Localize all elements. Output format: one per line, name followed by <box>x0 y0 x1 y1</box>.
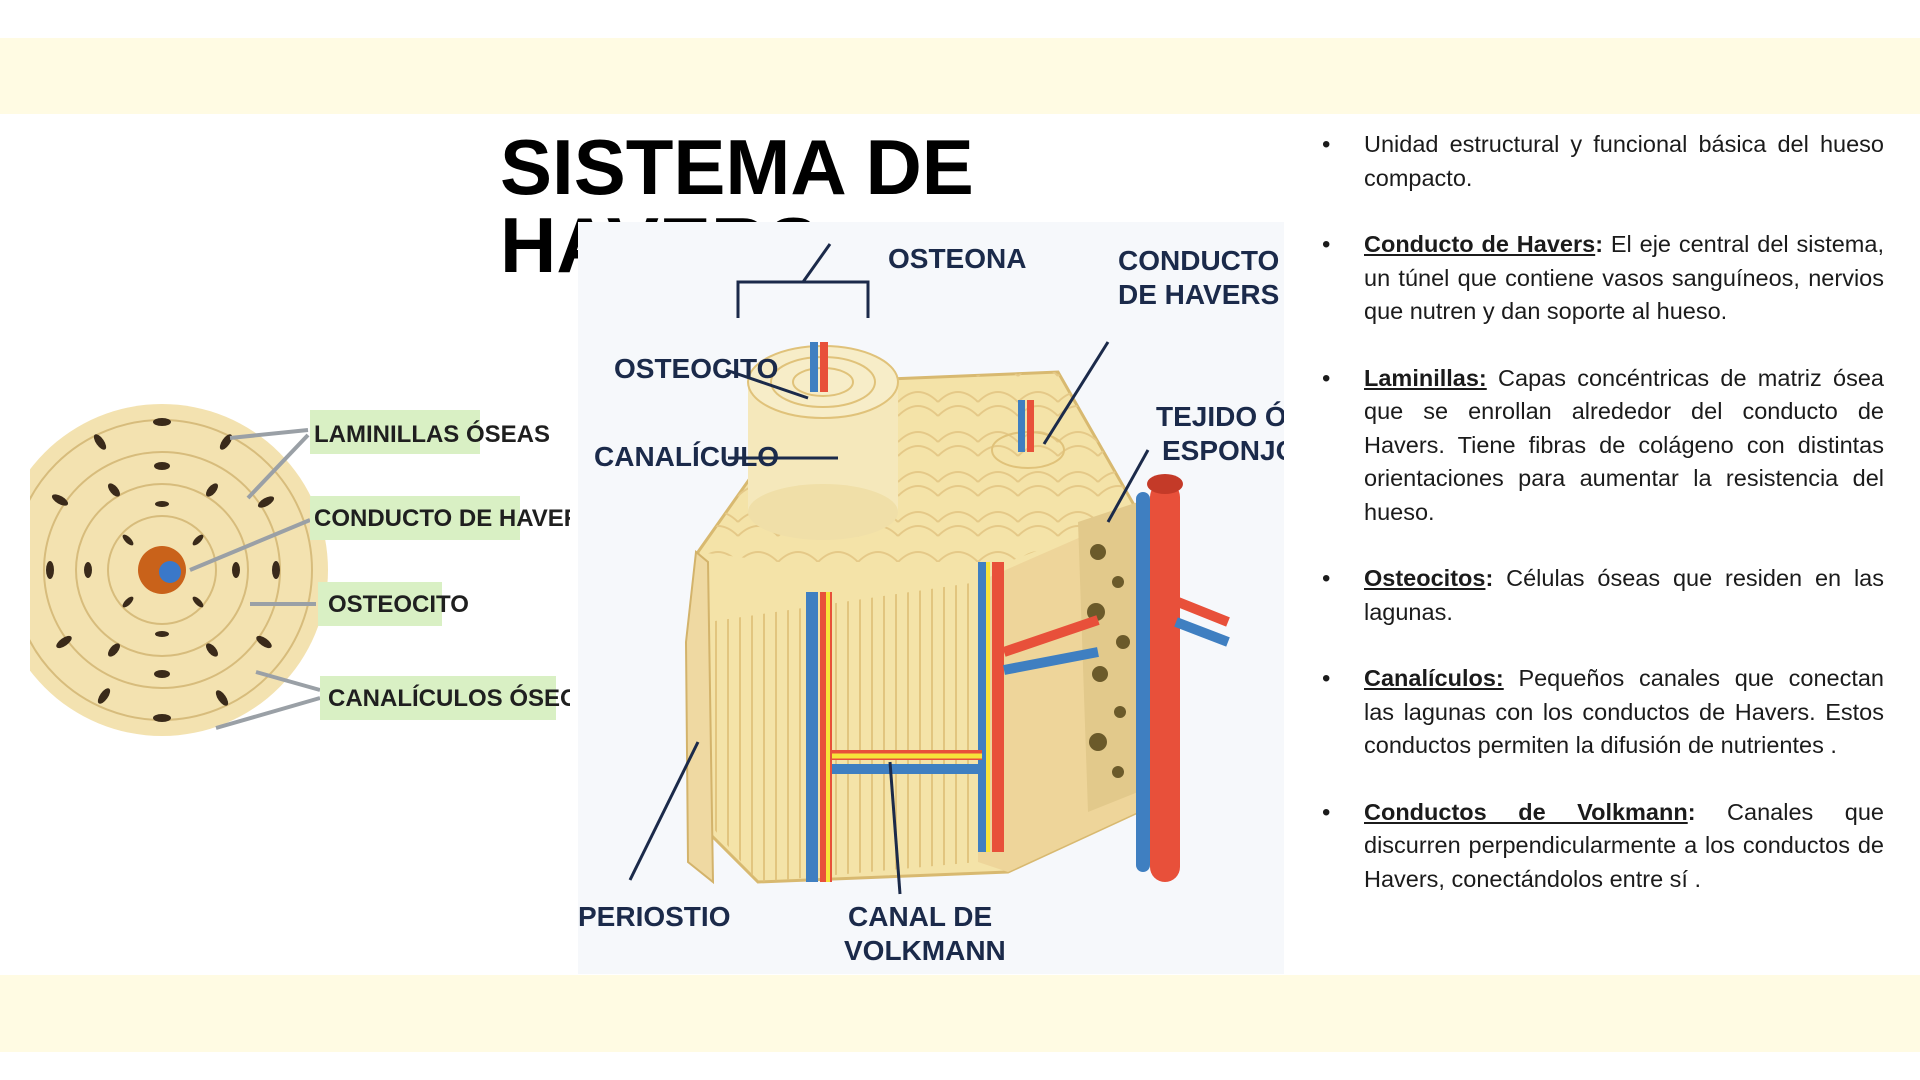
compact-bone-diagram: OSTEONA CONDUCTO DE HAVERS OSTEOCITO CAN… <box>578 222 1284 974</box>
note-item: Canalículos: Pequeños canales que conect… <box>1316 662 1884 763</box>
note-term: Laminillas: <box>1364 364 1487 391</box>
note-item: Osteocitos: Células óseas que residen en… <box>1316 562 1884 629</box>
label-tejido-2: ESPONJOSO <box>1162 435 1284 466</box>
osteon-cylinder <box>747 342 899 540</box>
note-text: Células óseas que residen en las lagunas… <box>1364 565 1884 625</box>
leader-lines <box>628 243 1150 895</box>
label-laminillas: LAMINILLAS ÓSEAS <box>314 420 550 448</box>
label-osteona: OSTEONA <box>888 243 1026 274</box>
note-term: Conductos de Volkmann <box>1364 798 1688 825</box>
label-canal-2: VOLKMANN <box>844 935 1006 966</box>
note-term: Osteocitos <box>1364 565 1486 591</box>
label-canaliculo: CANALÍCULO <box>594 441 779 472</box>
label-conducto-havers: CONDUCTO DE HAVERS <box>314 505 570 532</box>
note-item: Conductos de Volkmann: Canales que discu… <box>1316 796 1884 897</box>
label-conducto-2: DE HAVERS <box>1118 279 1279 310</box>
note-text: El eje central del sistema, un túnel que… <box>1364 231 1884 324</box>
label-conducto-1: CONDUCTO <box>1118 245 1279 276</box>
pointer-arrows <box>189 428 321 730</box>
label-tejido-1: TEJIDO ÓSEO <box>1156 401 1284 432</box>
label-canal-1: CANAL DE <box>848 901 992 932</box>
label-periostio: PERIOSTIO <box>578 901 730 932</box>
note-item: Conducto de Havers: El eje central del s… <box>1316 228 1884 329</box>
label-osteocito-main: OSTEOCITO <box>614 353 778 384</box>
vessels <box>806 474 1230 882</box>
note-text: Canales que discurren perpendicularmente… <box>1364 798 1884 892</box>
osteon-cross-section-figure: LAMINILLAS ÓSEAS CONDUCTO DE HAVERS OSTE… <box>30 380 570 760</box>
diagram-labels: OSTEONA CONDUCTO DE HAVERS OSTEOCITO CAN… <box>578 243 1284 966</box>
note-text: Unidad estructural y funcional básica de… <box>1364 131 1884 191</box>
note-term: Conducto de Havers <box>1364 231 1596 257</box>
note-text: Pequeños canales que conectan las laguna… <box>1364 665 1884 758</box>
havers-canal-top <box>991 400 1065 469</box>
bottom-band <box>0 975 1920 1052</box>
label-canaliculos: CANALÍCULOS ÓSEOS <box>328 684 570 712</box>
note-text: Capas concéntricas de matriz ósea que se… <box>1364 364 1884 525</box>
top-band <box>0 38 1920 114</box>
osteon-cross-section <box>30 404 328 736</box>
note-item: Unidad estructural y funcional básica de… <box>1316 128 1884 195</box>
label-osteocito: OSTEOCITO <box>328 591 469 618</box>
spongy-bone <box>1078 502 1138 812</box>
note-term: Canalículos: <box>1364 665 1504 691</box>
note-item: Laminillas: Capas concéntricas de matriz… <box>1316 362 1884 530</box>
notes-list: Unidad estructural y funcional básica de… <box>1316 128 1884 929</box>
cross-section-labels: LAMINILLAS ÓSEAS CONDUCTO DE HAVERS OSTE… <box>310 410 570 720</box>
